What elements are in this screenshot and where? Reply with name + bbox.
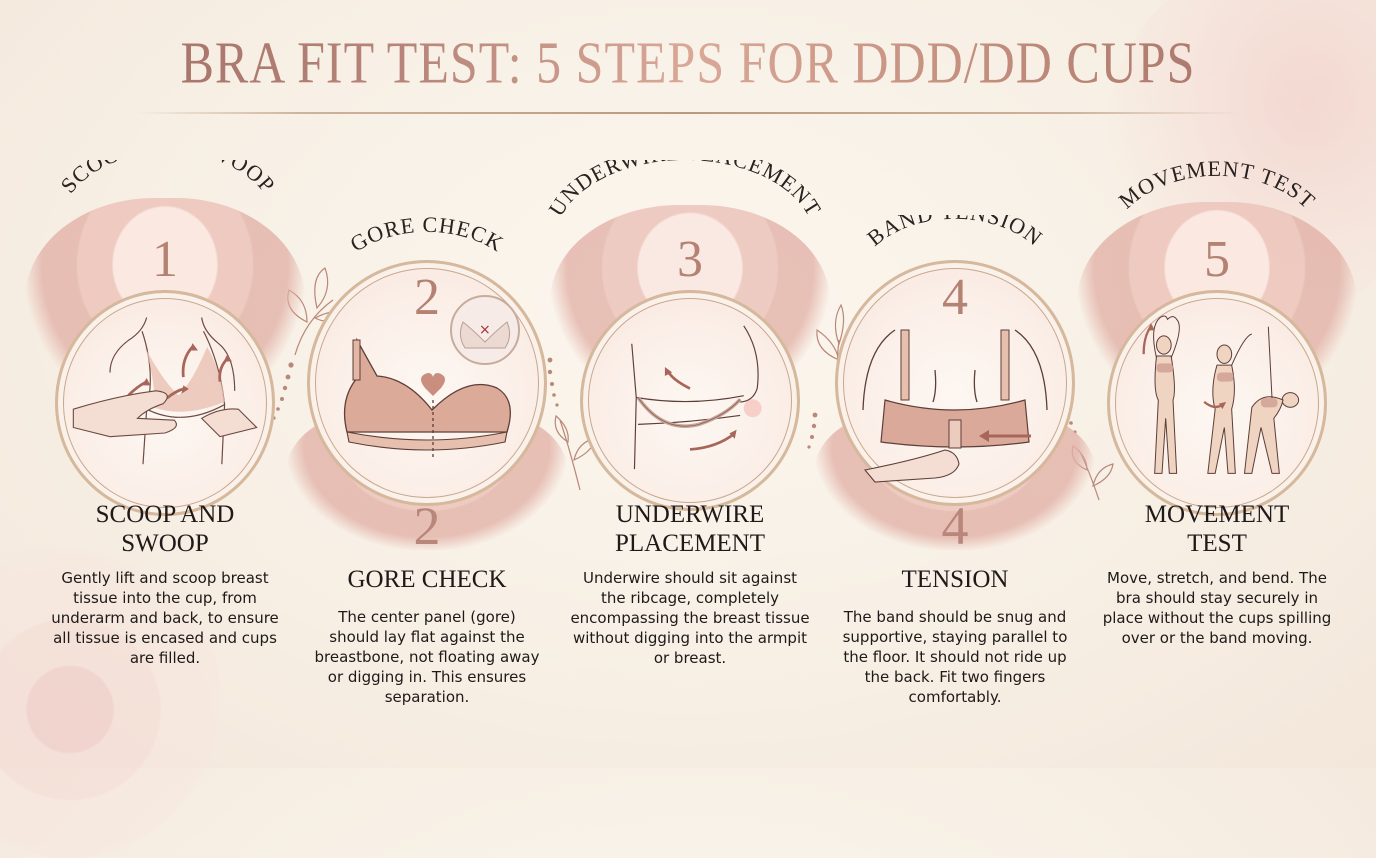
step-4-number: 4 — [942, 269, 968, 326]
step-4-description: The band should be snug and supportive, … — [842, 608, 1068, 706]
step-4-heading: TENSION — [901, 566, 1009, 593]
svg-text:GORE CHECK: GORE CHECK — [346, 215, 509, 257]
step-5-number: 5 — [1204, 231, 1230, 288]
step-1-description: Gently lift and scoop breast tissue into… — [51, 569, 279, 667]
step-2-heading: GORE CHECK — [347, 566, 507, 593]
step-5-medallion: 5 — [1077, 202, 1357, 516]
step-1-number: 1 — [152, 231, 178, 288]
svg-text:SCOOP AND SWOOP: SCOOP AND SWOOP — [55, 160, 280, 198]
step-1-medallion: 1 — [25, 198, 305, 516]
step-2-card: GORE CHECK 2 × 2 GORE CHECK The center p… — [287, 215, 567, 715]
step-1-card: SCOOP AND SWOOP 1 SCOOP A — [25, 160, 305, 680]
page-title: BRA FIT TEST: 5 STEPS FOR DDD/DD CUPS — [0, 28, 1376, 96]
band-tension-back-illustration — [862, 329, 1048, 483]
step-3-card: UNDERWIRE PLACEMENT 3 UNDERWIREPLACEMENT… — [545, 160, 830, 690]
step-4-card: BAND TENSION 4 4 TENSION The band should… — [815, 215, 1095, 715]
step-4-lower-number: 4 — [941, 496, 969, 556]
x-mark-icon: × — [479, 322, 491, 338]
step-5-description: Move, stretch, and bend. The bra should … — [1102, 569, 1332, 647]
step-4-arc-label: BAND TENSION — [862, 215, 1047, 251]
step-5-card: MOVEMENT TEST 5 — [1077, 160, 1357, 680]
step-4-medallion: 4 4 — [815, 260, 1095, 556]
step-3-description: Underwire should sit against the ribcage… — [570, 569, 810, 667]
step-2-number: 2 — [414, 269, 440, 326]
step-2-arc-label: GORE CHECK — [346, 215, 509, 257]
leaf-sprig-icon — [547, 357, 597, 491]
step-2-description: The center panel (gore) should lay flat … — [314, 608, 540, 706]
underwire-placement-illustration — [631, 325, 762, 470]
step-1-arc-label: SCOOP AND SWOOP — [55, 160, 280, 198]
svg-text:BAND TENSION: BAND TENSION — [862, 215, 1047, 251]
title-divider — [135, 112, 1241, 114]
step-2-medallion: 2 × 2 — [287, 260, 567, 556]
hands-scooping-breast-illustration — [72, 317, 258, 465]
step-3-medallion: 3 — [550, 205, 830, 511]
step-3-number: 3 — [677, 231, 703, 288]
step-2-lower-number: 2 — [413, 496, 441, 556]
bra-gore-illustration: × — [343, 295, 520, 460]
movement-figures-illustration — [1142, 315, 1300, 474]
